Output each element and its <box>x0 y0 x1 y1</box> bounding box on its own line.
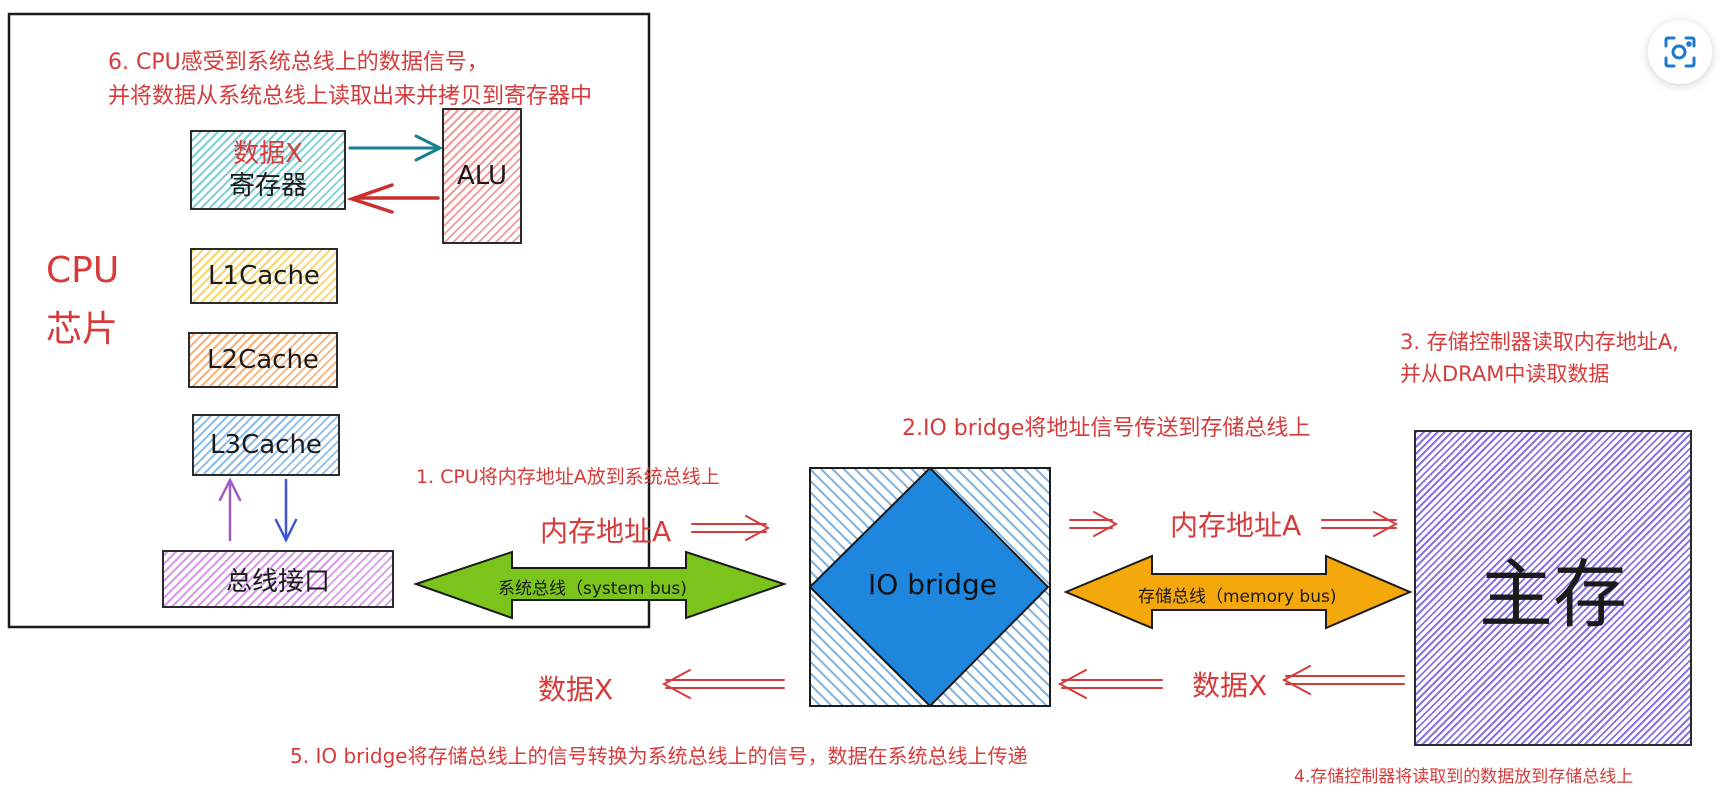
step4-label: 4.存储控制器将读取到的数据放到存储总线上 <box>1294 767 1634 787</box>
io-bridge-diamond <box>808 466 1050 708</box>
step5-label: 5. IO bridge将存储总线上的信号转换为系统总线上的信号，数据在系统总线… <box>290 744 1028 768</box>
step6-line2: 并将数据从系统总线上读取出来并拷贝到寄存器中 <box>108 84 593 109</box>
address-arrow-to-memory <box>1321 511 1399 537</box>
l3-to-bus-arrow <box>274 478 298 543</box>
cpu-title-line1: CPU <box>46 250 120 291</box>
register-label: 寄存器 <box>228 171 307 201</box>
alu-box: ALU <box>442 108 522 244</box>
step1-label: 1. CPU将内存地址A放到系统总线上 <box>416 466 720 488</box>
l1-cache-box: L1Cache <box>190 248 338 304</box>
address-arrow-from-bridge <box>1069 511 1119 537</box>
data-arrow-from-memory <box>1281 665 1405 695</box>
register-value: 数据X <box>233 139 303 169</box>
scan-icon <box>1663 35 1697 69</box>
register-box: 数据X 寄存器 <box>190 130 346 210</box>
system-bus-label: 系统总线（system bus) <box>498 579 687 599</box>
data-label-left: 数据X <box>538 673 614 706</box>
address-label-left: 内存地址A <box>540 515 672 548</box>
l2-cache-box: L2Cache <box>188 332 338 388</box>
register-to-alu-arrow <box>348 134 444 162</box>
memory-bus-label: 存储总线（memory bus) <box>1138 587 1337 607</box>
system-bus-arrow <box>412 550 788 620</box>
l1-cache-label: L1Cache <box>208 261 320 291</box>
address-label-right: 内存地址A <box>1170 509 1302 542</box>
alu-to-register-arrow <box>346 183 440 214</box>
step2-label: 2.IO bridge将地址信号传送到存储总线上 <box>902 416 1311 441</box>
step6-line1: 6. CPU感受到系统总线上的数据信号， <box>108 50 489 75</box>
cpu-chip-frame <box>7 12 651 629</box>
address-arrow-to-bridge <box>691 515 771 541</box>
data-arrow-to-bridge <box>1057 669 1163 699</box>
bus-interface-label: 总线接口 <box>225 566 330 597</box>
l2-cache-label: L2Cache <box>207 345 319 375</box>
l3-cache-label: L3Cache <box>210 430 322 460</box>
step3-line2: 并从DRAM中读取数据 <box>1400 362 1610 386</box>
bus-interface-box: 总线接口 <box>162 550 394 608</box>
bus-to-l3-arrow <box>218 477 242 542</box>
data-arrow-to-cpu <box>661 669 785 699</box>
cpu-title-line2: 芯片 <box>46 309 119 350</box>
main-memory-label: 主存 <box>1479 551 1627 638</box>
data-label-right: 数据X <box>1192 669 1268 702</box>
scan-button[interactable] <box>1648 20 1712 84</box>
main-memory-box: 主存 <box>1414 430 1692 746</box>
io-bridge-label: IO bridge <box>868 568 998 601</box>
alu-label: ALU <box>456 161 507 191</box>
memory-bus-arrow <box>1063 554 1413 630</box>
step3-line1: 3. 存储控制器读取内存地址A, <box>1400 330 1679 354</box>
l3-cache-box: L3Cache <box>192 414 340 476</box>
